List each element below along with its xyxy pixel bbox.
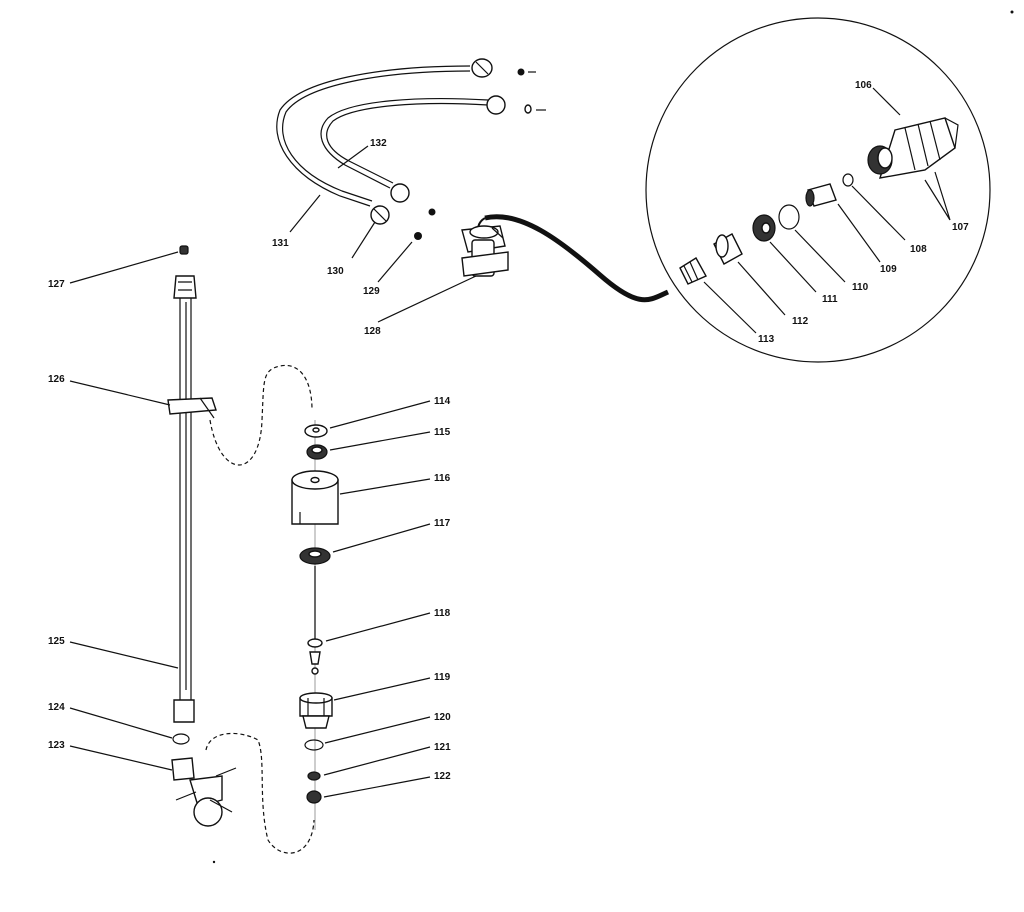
tube-131 bbox=[276, 65, 471, 207]
valve-body-106 bbox=[878, 117, 959, 179]
label-131: 131 bbox=[272, 238, 289, 249]
speck bbox=[1010, 10, 1014, 14]
leader-130 bbox=[351, 221, 376, 259]
label-130: 130 bbox=[327, 266, 344, 277]
label-128: 128 bbox=[364, 326, 381, 337]
ferrule-top-1 bbox=[517, 68, 525, 76]
speck bbox=[212, 860, 216, 864]
leader-106 bbox=[872, 87, 901, 116]
label-117: 117 bbox=[434, 518, 451, 529]
leader-108 bbox=[851, 185, 906, 241]
top-fitting bbox=[173, 275, 197, 299]
leader-121 bbox=[323, 746, 431, 776]
plug-122 bbox=[306, 790, 322, 804]
leader-120 bbox=[324, 716, 431, 744]
cartridge-107 bbox=[867, 145, 893, 175]
label-114: 114 bbox=[434, 396, 451, 407]
leader-110 bbox=[794, 229, 846, 283]
leader-125 bbox=[69, 641, 179, 669]
oring-108 bbox=[842, 173, 854, 187]
fitting-119 bbox=[299, 692, 333, 729]
solenoid-valve-128 bbox=[461, 225, 509, 277]
leader-127 bbox=[69, 251, 179, 284]
leader-117 bbox=[332, 523, 431, 553]
washer-120 bbox=[304, 739, 324, 751]
label-112: 112 bbox=[792, 316, 809, 327]
sleeve-112 bbox=[713, 233, 743, 265]
diaphragm-117 bbox=[299, 547, 331, 565]
detail-circle bbox=[645, 17, 991, 363]
label-109: 109 bbox=[880, 264, 897, 275]
label-125: 125 bbox=[48, 636, 65, 647]
washer-111 bbox=[752, 214, 776, 242]
wire-harness bbox=[484, 214, 670, 303]
oring-110 bbox=[778, 204, 800, 230]
leader-129 bbox=[377, 241, 413, 283]
label-115: 115 bbox=[434, 427, 451, 438]
nut-top-1 bbox=[471, 58, 493, 78]
seal-121 bbox=[307, 771, 321, 781]
label-120: 120 bbox=[434, 712, 451, 723]
label-116: 116 bbox=[434, 473, 451, 484]
leader-116 bbox=[339, 478, 431, 495]
leader-123 bbox=[69, 745, 173, 771]
nut-top-2 bbox=[486, 95, 506, 115]
ferrule-129 bbox=[414, 232, 422, 240]
leader-126 bbox=[69, 380, 171, 406]
label-107: 107 bbox=[952, 222, 969, 233]
leader-109 bbox=[837, 203, 881, 263]
label-121: 121 bbox=[434, 742, 451, 753]
leader-119 bbox=[333, 677, 431, 701]
label-129: 129 bbox=[363, 286, 380, 297]
spring-115 bbox=[306, 444, 328, 460]
leader-122 bbox=[323, 776, 431, 798]
nut-upper bbox=[390, 183, 410, 203]
pin-tip bbox=[311, 667, 319, 675]
leader-132 bbox=[337, 145, 369, 169]
label-127: 127 bbox=[48, 279, 65, 290]
leader-128 bbox=[377, 275, 477, 323]
washer-124 bbox=[172, 733, 190, 745]
dashed-route-upper bbox=[209, 364, 313, 466]
leader-107 bbox=[924, 171, 951, 221]
label-123: 123 bbox=[48, 740, 65, 751]
label-122: 122 bbox=[434, 771, 451, 782]
cap-127 bbox=[179, 245, 189, 255]
tube-125 bbox=[179, 298, 192, 700]
label-124: 124 bbox=[48, 702, 65, 713]
label-113: 113 bbox=[758, 334, 775, 345]
washer-114 bbox=[304, 424, 328, 438]
detail-inset: 106 107 108 109 110 111 112 113 bbox=[645, 17, 991, 363]
nut-130 bbox=[370, 205, 390, 225]
leader-112 bbox=[737, 261, 786, 316]
leader-114 bbox=[329, 400, 431, 429]
ferrule-top-2 bbox=[524, 104, 532, 114]
pin bbox=[309, 651, 321, 665]
nut-lower-tube bbox=[173, 699, 195, 723]
leader-115 bbox=[329, 431, 431, 451]
tube-132 bbox=[320, 97, 489, 189]
label-126: 126 bbox=[48, 374, 65, 385]
label-118: 118 bbox=[434, 608, 451, 619]
leader-113 bbox=[703, 281, 757, 334]
label-132: 132 bbox=[370, 138, 387, 149]
stem-109 bbox=[805, 183, 837, 207]
ferrule-upper bbox=[428, 208, 436, 216]
label-119: 119 bbox=[434, 672, 451, 683]
cap-113 bbox=[679, 257, 707, 285]
leader-118 bbox=[325, 612, 431, 642]
dashed-route-lower bbox=[205, 732, 315, 854]
leader-131 bbox=[289, 194, 321, 233]
label-111: 111 bbox=[822, 294, 838, 305]
float-116 bbox=[291, 470, 339, 525]
label-110: 110 bbox=[852, 282, 869, 293]
washer-118 bbox=[307, 638, 323, 648]
leader-111 bbox=[769, 241, 817, 293]
leader-124 bbox=[69, 707, 173, 739]
label-106: 106 bbox=[855, 80, 872, 91]
clip-126 bbox=[167, 397, 217, 419]
label-108: 108 bbox=[910, 244, 927, 255]
elbow-123 bbox=[171, 757, 237, 827]
